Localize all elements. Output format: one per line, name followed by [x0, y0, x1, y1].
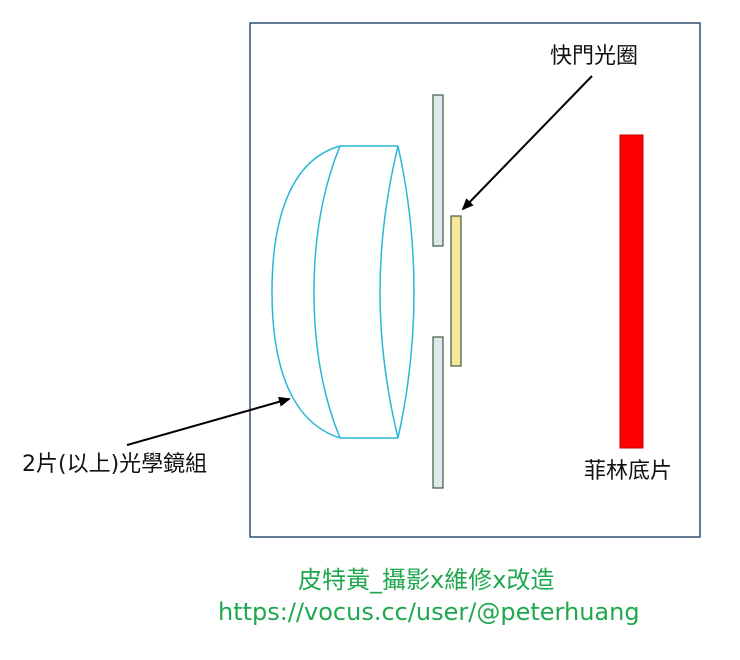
lens-rear-element-right: [397, 145, 415, 439]
lens-group-label: 2片(以上)光學鏡組: [22, 452, 208, 477]
camera-body-frame: [249, 22, 701, 538]
shutter-plate-bottom: [432, 336, 444, 489]
aperture-blade: [450, 215, 462, 367]
lens-middle-curve: [313, 145, 341, 439]
lens-group: [271, 145, 415, 439]
film-label: 菲林底片: [584, 459, 673, 484]
lens-front-element: [271, 145, 341, 439]
credit-title: 皮特黃_攝影x維修x改造: [298, 566, 555, 594]
credit-url[interactable]: https://vocus.cc/user/@peterhuang: [218, 598, 640, 626]
shutter-plate-top: [432, 94, 444, 247]
lens-group-arrow: [126, 396, 291, 446]
film-strip: [619, 134, 644, 449]
lens-rear-element-left: [379, 145, 399, 439]
shutter-aperture-label: 快門光圈: [550, 44, 639, 69]
shutter-aperture-arrow: [461, 75, 593, 211]
